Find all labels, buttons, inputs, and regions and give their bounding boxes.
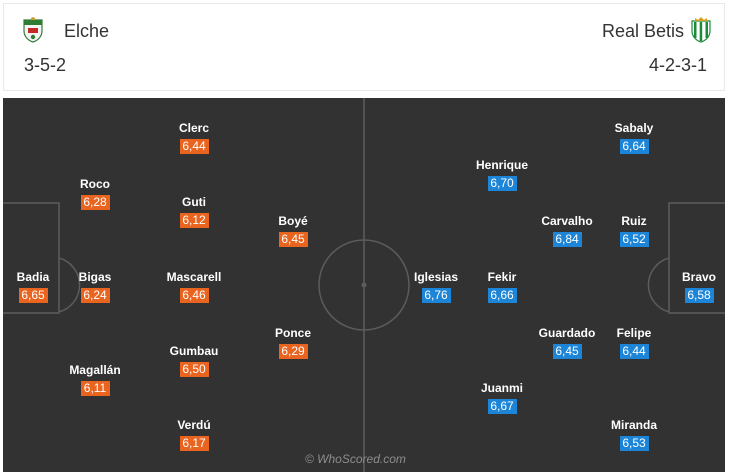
player-rating: 6,12 — [179, 213, 209, 228]
player-name: Boyé — [278, 214, 308, 228]
elche-crest-icon — [23, 17, 43, 43]
player-name: Guardado — [538, 326, 596, 340]
away-player-juanmi[interactable]: Juanmi 6,67 — [472, 381, 532, 415]
whoscored-watermark: © WhoScored.com — [305, 452, 406, 466]
away-player-carvalho[interactable]: Carvalho 6,84 — [537, 214, 597, 248]
home-formation: 3-5-2 — [24, 55, 67, 75]
player-rating: 6,46 — [179, 288, 209, 303]
away-player-bravo[interactable]: Bravo 6,58 — [669, 270, 725, 304]
player-name: Miranda — [610, 418, 657, 432]
player-name: Juanmi — [480, 381, 523, 395]
player-rating: 6,52 — [619, 232, 649, 247]
away-player-ruiz[interactable]: Ruiz 6,52 — [604, 214, 664, 248]
real-betis-crest-icon — [691, 17, 711, 43]
player-rating: 6,45 — [278, 232, 308, 247]
player-rating: 6,64 — [619, 139, 649, 154]
player-name: Bravo — [681, 270, 716, 284]
player-rating: 6,84 — [552, 232, 582, 247]
away-player-guardado[interactable]: Guardado 6,45 — [537, 326, 597, 360]
match-header: Elche 3-5-2 Real Betis 4-2-3-1 — [3, 3, 725, 91]
player-rating: 6,28 — [80, 195, 110, 210]
away-team-name[interactable]: Real Betis — [601, 21, 684, 41]
player-name: Felipe — [616, 326, 652, 340]
player-rating: 6,29 — [278, 344, 308, 359]
player-rating: 6,45 — [552, 344, 582, 359]
home-player-verdu[interactable]: Verdú 6,17 — [164, 418, 224, 452]
away-player-miranda[interactable]: Miranda 6,53 — [604, 418, 664, 452]
home-player-clerc[interactable]: Clerc 6,44 — [164, 121, 224, 155]
player-name: Magallán — [69, 363, 121, 377]
player-name: Clerc — [178, 121, 210, 135]
home-player-guti[interactable]: Guti 6,12 — [164, 195, 224, 229]
player-rating: 6,70 — [487, 176, 517, 191]
pitch: Badia 6,65 Roco 6,28 Bigas 6,24 Magallán… — [3, 98, 725, 472]
player-rating: 6,11 — [80, 381, 110, 396]
player-name: Ruiz — [621, 214, 647, 228]
home-player-boye[interactable]: Boyé 6,45 — [263, 214, 323, 248]
away-player-henrique[interactable]: Henrique 6,70 — [472, 158, 532, 192]
player-rating: 6,65 — [18, 288, 48, 303]
player-rating: 6,53 — [619, 436, 649, 451]
away-player-felipe[interactable]: Felipe 6,44 — [604, 326, 664, 360]
player-rating: 6,58 — [684, 288, 714, 303]
player-name: Carvalho — [541, 214, 593, 228]
player-rating: 6,44 — [179, 139, 209, 154]
player-name: Verdú — [177, 418, 211, 432]
player-name: Roco — [80, 177, 110, 191]
away-player-iglesias[interactable]: Iglesias 6,76 — [406, 270, 466, 304]
player-name: Badia — [16, 270, 50, 284]
home-player-gumbau[interactable]: Gumbau 6,50 — [164, 344, 224, 378]
player-name: Gumbau — [169, 344, 219, 358]
away-player-fekir[interactable]: Fekir 6,66 — [472, 270, 532, 304]
player-rating: 6,66 — [487, 288, 517, 303]
home-player-bigas[interactable]: Bigas 6,24 — [65, 270, 125, 304]
home-player-roco[interactable]: Roco 6,28 — [65, 177, 125, 211]
player-name: Ponce — [274, 326, 311, 340]
player-rating: 6,67 — [487, 399, 517, 414]
player-rating: 6,76 — [421, 288, 451, 303]
home-player-ponce[interactable]: Ponce 6,29 — [263, 326, 323, 360]
player-rating: 6,44 — [619, 344, 649, 359]
home-team-name[interactable]: Elche — [64, 21, 110, 41]
player-rating: 6,24 — [80, 288, 110, 303]
home-player-badia[interactable]: Badia 6,65 — [3, 270, 63, 304]
away-player-sabaly[interactable]: Sabaly 6,64 — [604, 121, 664, 155]
player-rating: 6,50 — [179, 362, 209, 377]
player-name: Sabaly — [614, 121, 654, 135]
away-formation: 4-2-3-1 — [648, 55, 707, 75]
player-rating: 6,17 — [179, 436, 209, 451]
player-name: Guti — [182, 195, 206, 209]
pitch-markings — [3, 98, 725, 472]
home-player-magallan[interactable]: Magallán 6,11 — [65, 363, 125, 397]
home-player-mascarell[interactable]: Mascarell 6,46 — [164, 270, 224, 304]
player-name: Mascarell — [166, 270, 222, 284]
player-name: Fekir — [487, 270, 517, 284]
player-name: Henrique — [475, 158, 528, 172]
player-name: Bigas — [78, 270, 112, 284]
player-name: Iglesias — [413, 270, 459, 284]
